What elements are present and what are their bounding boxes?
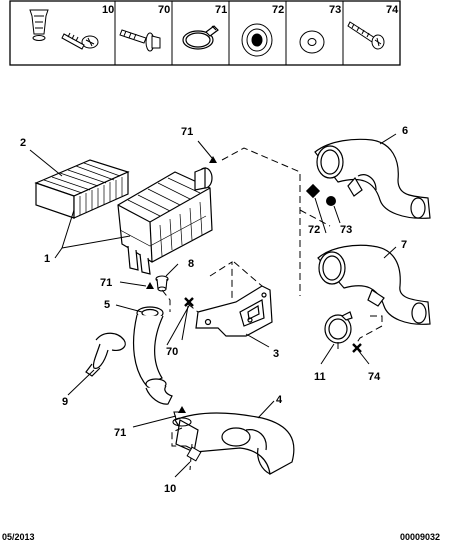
callout-8: 8 [188, 258, 194, 270]
callout-71-lower: 71 [114, 427, 126, 439]
header-label-72: 72 [272, 4, 284, 16]
callout-1: 1 [44, 253, 50, 265]
washer-icon [299, 30, 325, 54]
header-label-73: 73 [329, 4, 341, 16]
clamp-marker-upper [209, 156, 217, 163]
callout-10: 10 [164, 483, 176, 495]
grommet-symbol-72 [305, 183, 321, 199]
callout-72: 72 [308, 224, 320, 236]
footer-date: 05/2013 [2, 532, 35, 542]
air-filter-element [34, 159, 130, 219]
self-tapping-screw-icon [347, 21, 385, 50]
header-frame [9, 0, 401, 66]
leader-lines [29, 133, 397, 478]
header-label-10: 10 [102, 4, 114, 16]
header-strip [9, 0, 401, 66]
screw-with-washer-icon [119, 29, 161, 52]
washer-symbol-73 [326, 196, 336, 206]
screw-marker-74 [352, 343, 362, 353]
callout-71-middle: 71 [100, 277, 112, 289]
clip-nut-marker-10 [186, 446, 202, 462]
hose-clamp-icon [182, 25, 219, 50]
callout-70: 70 [166, 346, 178, 358]
callout-11: 11 [314, 371, 326, 383]
screw-marker-70 [184, 297, 194, 307]
upper-air-hose [314, 138, 431, 219]
header-label-70: 70 [158, 4, 170, 16]
clip-nut-and-screw-icon [29, 9, 99, 50]
clamp-marker-middle [146, 282, 154, 289]
header-label-71: 71 [215, 4, 227, 16]
middle-air-hose [317, 244, 431, 325]
callout-2: 2 [20, 137, 26, 149]
hose-clamp-part [324, 311, 353, 344]
callout-9: 9 [62, 396, 68, 408]
callout-4: 4 [276, 394, 283, 406]
mounting-bracket [195, 285, 273, 337]
intake-duct [132, 306, 173, 405]
callout-6: 6 [402, 125, 408, 137]
air-filter-housing [117, 167, 213, 275]
grommet-icon [241, 23, 273, 57]
callout-74: 74 [368, 371, 381, 383]
callout-3: 3 [273, 348, 279, 360]
clamp-marker-lower [178, 406, 186, 413]
grommet-part [155, 275, 169, 292]
wire-clamp [85, 332, 126, 377]
callout-71-upper: 71 [181, 126, 193, 138]
callout-73: 73 [340, 224, 352, 236]
callout-5: 5 [104, 299, 110, 311]
lower-air-hose [174, 412, 295, 475]
callout-7: 7 [401, 239, 407, 251]
footer-reference: 00009032 [400, 532, 440, 542]
header-label-74: 74 [386, 4, 399, 16]
